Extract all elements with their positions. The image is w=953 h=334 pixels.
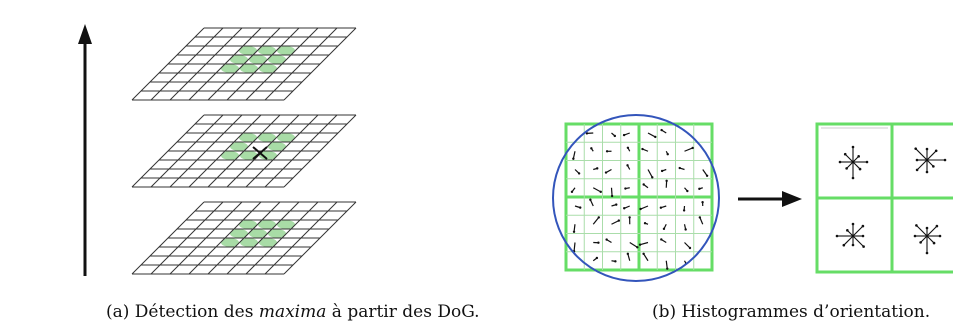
maxima-cell	[230, 142, 248, 151]
orientation-bin	[926, 150, 937, 161]
orientation-bin	[846, 229, 854, 237]
caption-a: (a) Détection des maxima à partir des Do…	[106, 301, 480, 323]
maxima-cell	[258, 133, 276, 142]
maxima-cell	[258, 220, 276, 229]
orientation-bin	[852, 225, 864, 237]
maxima-cell	[221, 64, 239, 73]
orientation-bin	[843, 235, 854, 246]
maxima-cell	[268, 229, 286, 238]
dog-grid-top	[131, 27, 357, 101]
x-mark-icon	[252, 146, 268, 160]
orientation-bin	[852, 155, 860, 163]
orientation-bin	[916, 159, 928, 171]
gradient-vector	[647, 132, 656, 138]
maxima-cell	[230, 55, 248, 64]
maxima-cell	[259, 64, 277, 73]
gradient-vector	[572, 151, 576, 159]
maxima-cell	[239, 220, 257, 229]
orientation-bin	[852, 235, 864, 247]
caption-b: (b) Histogrammes d’orientation.	[652, 302, 931, 322]
orientation-bin	[846, 161, 854, 169]
maxima-cell	[221, 151, 239, 160]
gradient-vector	[640, 205, 649, 210]
maxima-cell	[259, 151, 277, 160]
gradient-vector	[592, 187, 602, 193]
orientation-bin	[852, 161, 861, 170]
up-arrow-icon	[78, 24, 92, 276]
maxima-cell	[221, 238, 239, 247]
orientation-bin	[844, 153, 854, 163]
gradient-vector	[684, 147, 693, 152]
maxima-cell	[268, 142, 286, 151]
maxima-cell	[239, 46, 257, 55]
maxima-cell	[277, 46, 295, 55]
orientation-bin	[915, 148, 928, 161]
gradient-vector	[702, 169, 708, 177]
orientation-bin	[920, 235, 928, 243]
maxima-cell	[240, 238, 258, 247]
maxima-cell	[230, 229, 248, 238]
gradient-vector	[611, 220, 620, 225]
orientation-bin	[926, 225, 938, 237]
orientation-bin	[926, 235, 935, 244]
maxima-cell	[268, 55, 286, 64]
orientation-bin	[926, 159, 934, 167]
gradient-grid	[564, 122, 714, 272]
maxima-cell	[239, 133, 257, 142]
orientation-histograms	[815, 122, 953, 274]
gradient-vector	[699, 217, 704, 225]
maxima-cell	[258, 46, 276, 55]
right-arrow-icon	[738, 191, 802, 207]
orientation-bin	[916, 225, 928, 237]
caption-a-suffix: à partir des DoG.	[326, 302, 480, 322]
gradient-vector	[665, 260, 668, 269]
dog-grid-middle	[131, 114, 357, 188]
caption-a-italic: maxima	[258, 302, 327, 322]
maxima-cell	[277, 133, 295, 142]
maxima-cell	[249, 229, 267, 238]
gradient-vector	[592, 217, 600, 225]
dog-grid-bottom	[131, 201, 357, 275]
gradient-vector	[647, 169, 653, 178]
gaussian-window-circle	[552, 114, 720, 282]
gradient-vector	[643, 253, 649, 262]
maxima-cell	[277, 220, 295, 229]
maxima-cell	[259, 238, 277, 247]
gradient-vector	[610, 187, 613, 197]
gradient-vector	[629, 241, 638, 248]
gradient-vector	[684, 242, 691, 249]
caption-a-prefix: (a) Détection des	[106, 302, 259, 322]
maxima-cell	[249, 55, 267, 64]
maxima-cell	[240, 64, 258, 73]
gradient-vector	[573, 224, 576, 232]
gradient-vector	[573, 242, 576, 252]
gradient-vector	[639, 241, 649, 246]
